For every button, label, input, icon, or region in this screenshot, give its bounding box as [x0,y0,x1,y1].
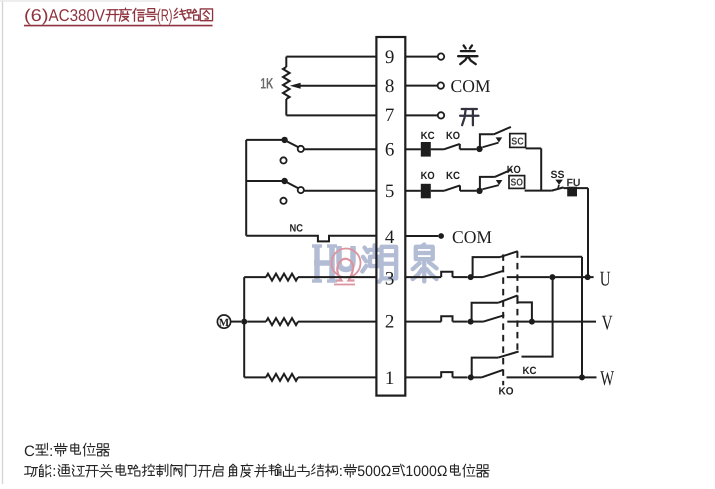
svg-text:M: M [219,317,230,329]
svg-text::: : [339,463,343,480]
svg-text:1K: 1K [260,76,273,93]
svg-text:(R): (R) [157,6,173,25]
svg-text:U: U [600,267,611,291]
svg-text:1000Ω: 1000Ω [405,463,447,480]
svg-text:8: 8 [385,76,395,97]
svg-text:(6): (6) [24,6,49,25]
svg-text:V: V [602,310,613,334]
svg-text:6: 6 [385,139,395,160]
svg-text::: : [52,463,56,480]
svg-text:KC: KC [523,365,537,377]
svg-text:7: 7 [385,105,395,126]
svg-text:KC: KC [421,130,435,142]
svg-text:4: 4 [385,227,395,248]
svg-text:SC: SC [511,137,524,148]
svg-text:500Ω: 500Ω [357,463,391,480]
svg-text::: : [49,443,53,460]
svg-text:1: 1 [385,368,395,389]
svg-text:SS: SS [551,169,565,181]
svg-text:2: 2 [385,312,395,333]
svg-text:9: 9 [385,47,395,68]
svg-text:KO: KO [421,170,435,182]
svg-text:NC: NC [290,223,304,235]
svg-text:KO: KO [499,385,514,397]
svg-text:AC380V: AC380V [49,6,106,25]
svg-text:SO: SO [511,178,524,189]
svg-text:COM: COM [452,227,492,247]
svg-text:5: 5 [385,181,395,202]
svg-text:KO: KO [446,130,460,142]
svg-text:KC: KC [446,170,460,182]
svg-text:KO: KO [507,164,521,176]
svg-text:3: 3 [385,269,395,290]
svg-text:W: W [600,366,614,390]
svg-text:C: C [24,443,35,460]
svg-text:COM: COM [451,76,491,96]
